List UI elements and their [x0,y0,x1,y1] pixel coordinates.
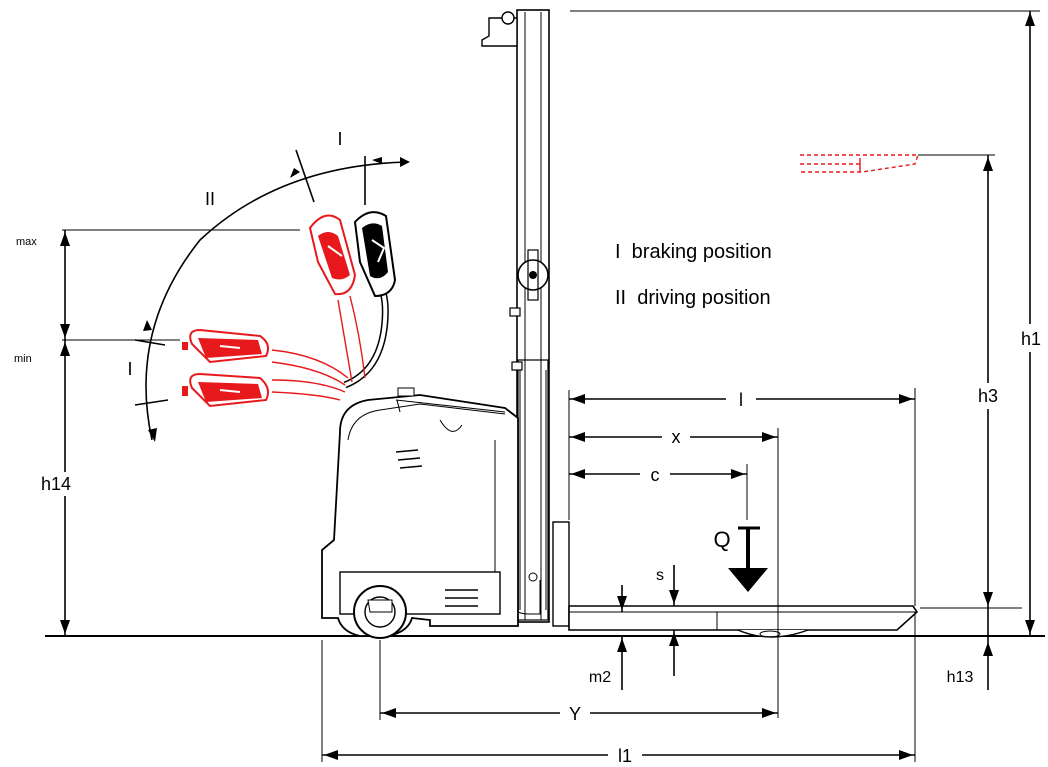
label-arc-ii: II [205,189,215,209]
chassis [321,387,519,639]
label-h14: h14 [41,474,71,494]
label-h3: h3 [978,386,998,406]
raised-fork-outline [800,154,995,173]
label-m2: m2 [589,669,611,686]
label-s: s [656,567,664,584]
forks [568,605,919,638]
dim-y: Y [379,640,778,724]
dim-h3: h3 [920,155,1022,609]
tiller-braking [343,211,397,389]
load-q: Q [713,526,768,592]
legend-driving: II driving position [615,287,771,309]
dim-s: s [656,565,679,676]
dim-h13: h13 [947,608,993,690]
dim-l: l [568,388,916,606]
label-q: Q [713,527,730,552]
dim-l1: l1 [321,612,916,766]
dim-h1: h1 [570,10,1046,636]
tiller-arc [134,149,410,442]
dim-h14: h14 max min [14,229,300,636]
tiller-braking-lower [182,372,346,408]
tiller-driving-lower [182,328,349,386]
label-y: Y [569,704,581,724]
dim-m2: m2 [589,585,627,690]
dim-x: x [569,426,779,718]
label-x: x [672,427,681,447]
dim-c: c [569,463,748,520]
label-l: l [739,390,743,410]
label-l1: l1 [618,746,632,766]
label-h13: h13 [947,669,974,686]
label-arc-i-left: I [127,359,132,379]
label-max: max [16,236,37,248]
label-arc-i-top: I [337,129,342,149]
tiller-driving-upper [308,214,366,383]
label-min: min [14,353,32,365]
label-h1: h1 [1021,329,1041,349]
label-c: c [651,465,660,485]
legend-braking: I braking position [615,241,772,263]
mast [481,9,570,627]
